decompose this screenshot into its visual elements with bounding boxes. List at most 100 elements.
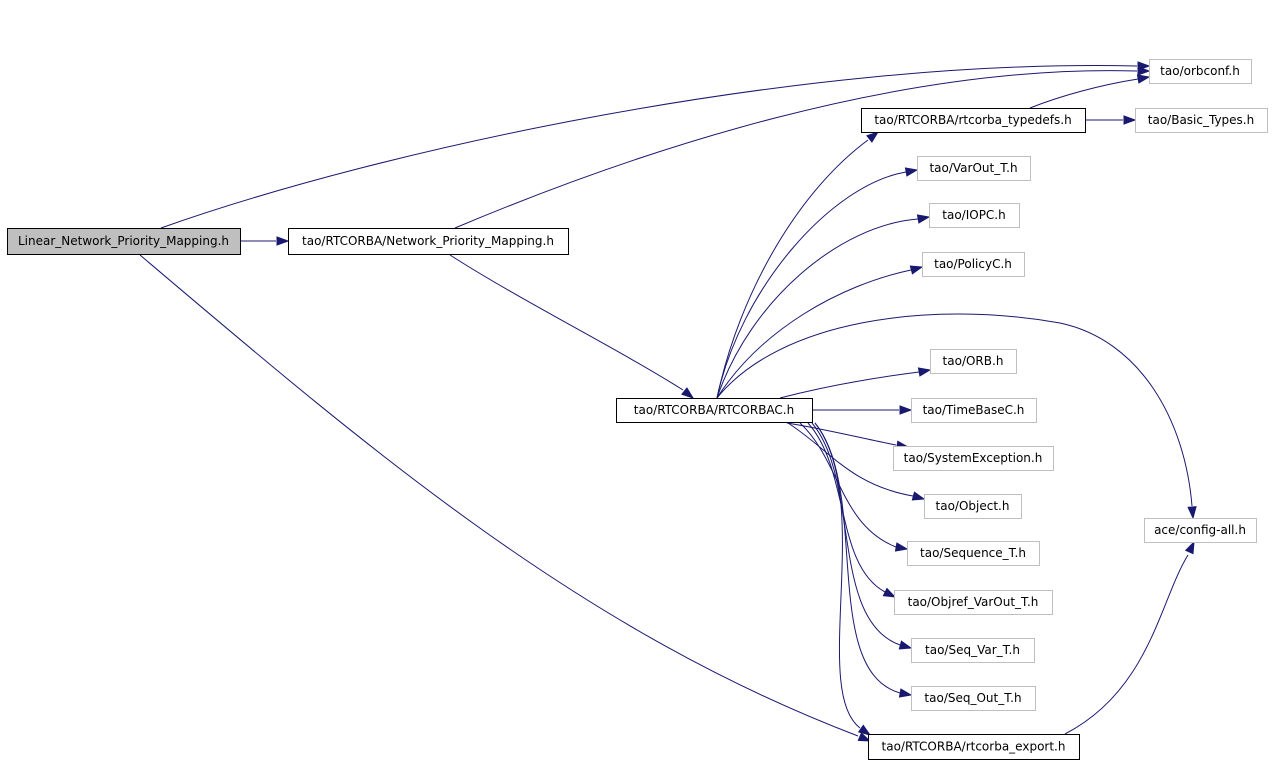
edge-linear-to-export <box>139 254 872 742</box>
node-label: tao/Seq_Var_T.h <box>925 643 1020 657</box>
edge-line <box>160 65 1138 229</box>
edge-line <box>807 422 886 593</box>
edge-line <box>454 70 1138 229</box>
arrowhead-icon <box>276 236 290 246</box>
node-box <box>1135 108 1268 133</box>
edge-line <box>1029 78 1139 109</box>
edge-export-to-config <box>1064 540 1195 735</box>
arrowhead-icon <box>1184 540 1195 555</box>
node-box <box>924 494 1022 519</box>
edge-rtcorbac-to-export <box>814 422 872 736</box>
arrowhead-icon <box>899 405 913 415</box>
arrowhead-icon <box>898 640 913 650</box>
node-label: tao/ORB.h <box>943 354 1004 368</box>
edge-line <box>139 254 859 737</box>
arrowhead-icon <box>911 491 926 501</box>
edge-npm-to-rtcorbac <box>449 254 695 399</box>
node-box <box>922 252 1025 277</box>
arrowhead-icon <box>1136 74 1151 84</box>
node-label: tao/Sequence_T.h <box>920 546 1026 560</box>
node-orbconf: tao/orbconf.h <box>1149 59 1252 84</box>
edge-line <box>449 254 684 391</box>
edge-line <box>1064 554 1189 735</box>
edges-layer <box>139 61 1197 742</box>
edge-rtcorbac-to-iopc <box>716 214 931 399</box>
edge-line <box>716 269 912 399</box>
node-sysexc: tao/SystemException.h <box>893 446 1054 471</box>
node-timebase: tao/TimeBaseC.h <box>911 398 1037 423</box>
node-linear[interactable]: Linear_Network_Priority_Mapping.h <box>7 228 241 255</box>
node-label: tao/PolicyC.h <box>934 257 1012 271</box>
node-varout: tao/VarOut_T.h <box>917 156 1031 181</box>
arrowhead-icon <box>1187 506 1197 520</box>
node-box <box>911 686 1036 711</box>
node-box <box>861 108 1086 133</box>
node-iopc: tao/IOPC.h <box>929 203 1020 228</box>
node-box <box>868 734 1080 760</box>
arrowhead-icon <box>894 542 909 552</box>
node-box <box>616 398 813 423</box>
node-rtcorbac[interactable]: tao/RTCORBA/RTCORBAC.h <box>616 398 813 423</box>
edge-rtcorbac-to-sysexc <box>786 422 910 450</box>
edge-line <box>814 422 861 729</box>
edge-rtcorbac-to-varout <box>716 167 919 399</box>
nodes-layer: Linear_Network_Priority_Mapping.h tao/RTC… <box>7 59 1268 760</box>
node-box <box>893 446 1054 471</box>
edge-line <box>787 422 914 497</box>
edge-npm-to-orbconf <box>454 66 1151 229</box>
node-config: ace/config-all.h <box>1144 518 1257 543</box>
arrowhead-icon <box>917 367 932 377</box>
node-box <box>1144 518 1257 543</box>
edge-linear-to-npm <box>240 236 290 246</box>
node-label: tao/Seq_Out_T.h <box>924 691 1021 705</box>
node-export[interactable]: tao/RTCORBA/rtcorba_export.h <box>868 734 1080 760</box>
edge-rtcorbac-to-policyc <box>716 265 924 399</box>
arrowhead-icon <box>909 265 924 275</box>
node-label: ace/config-all.h <box>1154 523 1246 537</box>
edge-line <box>786 422 897 446</box>
node-label: tao/RTCORBA/Network_Priority_Mapping.h <box>302 234 554 248</box>
node-box <box>1149 59 1252 84</box>
node-label: tao/VarOut_T.h <box>929 161 1017 175</box>
node-box <box>930 349 1017 374</box>
edge-line <box>716 139 869 399</box>
arrowhead-icon <box>1123 115 1137 125</box>
node-label: tao/SystemException.h <box>904 451 1043 465</box>
node-npm[interactable]: tao/RTCORBA/Network_Priority_Mapping.h <box>288 228 569 255</box>
edge-line <box>779 371 920 399</box>
edge-typedefs-to-basic <box>1085 115 1137 125</box>
node-box <box>917 156 1031 181</box>
node-label: tao/RTCORBA/rtcorba_typedefs.h <box>874 113 1071 127</box>
node-policyc: tao/PolicyC.h <box>922 252 1025 277</box>
node-label: Linear_Network_Priority_Mapping.h <box>18 234 229 248</box>
edge-rtcorbac-to-orb <box>779 367 932 399</box>
node-box <box>894 590 1053 615</box>
edge-line <box>716 313 1193 507</box>
node-box <box>911 638 1035 663</box>
edge-line <box>716 218 919 399</box>
arrowhead-icon <box>857 724 872 736</box>
node-box <box>907 541 1040 566</box>
node-label: tao/IOPC.h <box>942 208 1005 222</box>
arrowhead-icon <box>882 587 897 598</box>
node-label: tao/TimeBaseC.h <box>923 403 1025 417</box>
node-seq: tao/Sequence_T.h <box>907 541 1040 566</box>
node-box <box>288 228 569 255</box>
node-orb: tao/ORB.h <box>930 349 1017 374</box>
edge-rtcorbac-to-object <box>787 422 926 501</box>
arrowhead-icon <box>681 387 695 399</box>
node-objref: tao/Objref_VarOut_T.h <box>894 590 1053 615</box>
node-typedefs[interactable]: tao/RTCORBA/rtcorba_typedefs.h <box>861 108 1086 133</box>
edge-rtcorbac-to-timebase <box>812 405 913 415</box>
arrowhead-icon <box>857 732 872 742</box>
node-seqout: tao/Seq_Out_T.h <box>911 686 1036 711</box>
node-box <box>929 203 1020 228</box>
edge-typedefs-to-orbconf <box>1029 74 1151 109</box>
node-object: tao/Object.h <box>924 494 1022 519</box>
node-basic: tao/Basic_Types.h <box>1135 108 1268 133</box>
node-label: tao/Object.h <box>936 499 1010 513</box>
edge-line <box>799 422 897 548</box>
arrowhead-icon <box>1137 66 1151 76</box>
node-label: tao/RTCORBA/RTCORBAC.h <box>634 403 794 417</box>
